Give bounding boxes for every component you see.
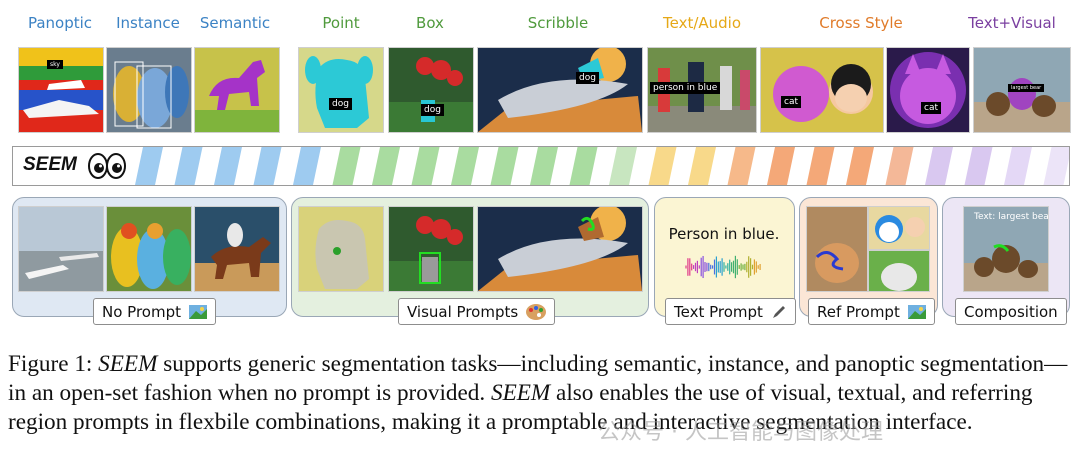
task-label-box: Box bbox=[416, 14, 444, 32]
person-mask-label: person in blue bbox=[650, 82, 721, 94]
cat1-mask-label: cat bbox=[781, 96, 801, 108]
instance-image bbox=[106, 47, 192, 133]
eyes-icon bbox=[88, 153, 126, 179]
caption-seem-1: SEEM bbox=[98, 351, 158, 377]
task-label-cross-style: Cross Style bbox=[819, 14, 903, 32]
seem-stripe bbox=[490, 147, 519, 185]
composition-text: Text: largest bear bbox=[974, 212, 1049, 222]
astronaut-horse-image bbox=[194, 206, 280, 292]
seem-stripe bbox=[530, 147, 558, 185]
seem-stripe bbox=[411, 147, 440, 185]
task-label-scribble: Scribble bbox=[527, 14, 589, 32]
point-image: dog bbox=[298, 47, 384, 133]
scribble-image: dog bbox=[477, 47, 643, 133]
text-prompt-label: Text Prompt bbox=[674, 303, 763, 321]
figure-label: Figure 1: bbox=[8, 351, 93, 377]
airport-image bbox=[18, 206, 104, 292]
ref-prompt-label: Ref Prompt bbox=[817, 303, 900, 321]
cross-style-image-1: cat bbox=[760, 47, 884, 133]
seem-stripe bbox=[451, 147, 479, 185]
composition-label: Composition bbox=[964, 303, 1058, 321]
seem-stripe bbox=[609, 147, 637, 185]
visual-scribble-image bbox=[477, 206, 643, 292]
seem-stripe bbox=[1004, 147, 1032, 185]
seem-stripe bbox=[293, 147, 321, 185]
visual-dog-image bbox=[298, 206, 384, 292]
seem-stripe bbox=[925, 147, 953, 185]
image-icon bbox=[188, 305, 207, 319]
panoptic-mask-label: sky bbox=[47, 60, 63, 69]
box-image: dog bbox=[388, 47, 474, 133]
seem-stripe bbox=[767, 147, 795, 185]
audio-waveform-icon bbox=[685, 255, 761, 279]
no-prompt-label: No Prompt bbox=[102, 303, 181, 321]
semantic-image bbox=[194, 47, 280, 133]
watermark: 公众号 · 人工智能与图像处理 bbox=[598, 420, 883, 445]
seem-model-bar: SEEM bbox=[12, 146, 1070, 186]
composition-tag: Composition bbox=[955, 298, 1067, 325]
palette-icon bbox=[525, 304, 546, 320]
parrots-image bbox=[106, 206, 192, 292]
text-prompt-group bbox=[654, 197, 795, 317]
seem-stripe bbox=[964, 147, 993, 185]
task-label-panoptic: Panoptic bbox=[27, 14, 93, 32]
seem-stripe bbox=[135, 147, 163, 185]
seem-stripe bbox=[569, 147, 598, 185]
seem-stripes bbox=[135, 147, 1069, 185]
seem-stripe bbox=[253, 147, 282, 185]
figure-caption: Figure 1: SEEM supports generic segmenta… bbox=[8, 350, 1074, 437]
cat2-mask-label: cat bbox=[921, 102, 941, 114]
point-mask-label: dog bbox=[329, 98, 352, 110]
task-label-semantic: Semantic bbox=[199, 14, 271, 32]
image-icon bbox=[907, 305, 926, 319]
caption-seem-2: SEEM bbox=[491, 380, 551, 406]
seem-stripe bbox=[846, 147, 874, 185]
cross-style-image-2: cat bbox=[886, 47, 970, 133]
ref-doraemon-image bbox=[868, 206, 930, 250]
seem-stripe bbox=[688, 147, 716, 185]
seem-stripe bbox=[885, 147, 914, 185]
visual-prompts-label: Visual Prompts bbox=[407, 303, 519, 321]
scribble-mask-label: dog bbox=[576, 72, 599, 84]
text-visual-image: largest bear bbox=[973, 47, 1071, 133]
seem-stripe bbox=[1043, 147, 1069, 185]
task-label-text-audio: Text/Audio bbox=[662, 14, 742, 32]
caption-part-2: also enables the use of visual, textual,… bbox=[8, 380, 1033, 435]
task-label-instance: Instance bbox=[116, 14, 180, 32]
no-prompt-tag: No Prompt bbox=[93, 298, 216, 325]
seem-title: SEEM bbox=[23, 154, 77, 175]
box-mask-label: dog bbox=[421, 104, 444, 116]
composition-image: Text: largest bear bbox=[963, 206, 1049, 292]
task-label-text-visual: Text+Visual bbox=[968, 14, 1056, 32]
seem-stripe bbox=[806, 147, 835, 185]
seem-stripe bbox=[372, 147, 400, 185]
seem-stripe bbox=[174, 147, 203, 185]
seem-stripe bbox=[332, 147, 361, 185]
text-prompt-tag: Text Prompt bbox=[665, 298, 796, 325]
ref-prompt-tag: Ref Prompt bbox=[808, 298, 935, 325]
text-prompt-content: Person in blue. bbox=[668, 225, 780, 243]
seem-stripe bbox=[214, 147, 242, 185]
caption-part-1: supports generic segmentation tasks—incl… bbox=[8, 351, 1068, 406]
task-label-point: Point bbox=[322, 14, 360, 32]
seem-stripe bbox=[727, 147, 756, 185]
visual-box-image bbox=[388, 206, 474, 292]
pencil-icon bbox=[772, 306, 785, 318]
visual-prompts-tag: Visual Prompts bbox=[398, 298, 555, 325]
bear-mask-label: largest bear bbox=[1008, 84, 1045, 92]
ref-cat-image bbox=[806, 206, 868, 292]
ref-white-cat-image bbox=[868, 250, 930, 292]
seem-stripe bbox=[648, 147, 677, 185]
text-audio-image: person in blue bbox=[647, 47, 757, 133]
panoptic-image: sky bbox=[18, 47, 104, 133]
